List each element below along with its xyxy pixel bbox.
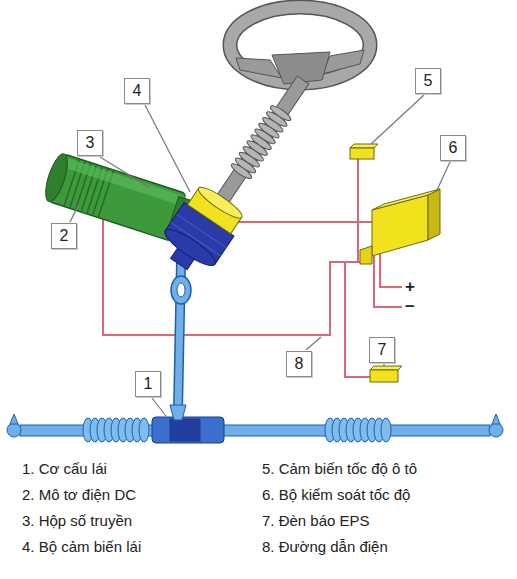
intermediate-shaft — [170, 262, 191, 420]
control-unit — [360, 189, 440, 264]
steering-column — [230, 162, 254, 181]
leader-line — [70, 95, 450, 416]
steering-rack — [489, 423, 503, 437]
steering-column — [195, 183, 245, 222]
electric-wire — [357, 158, 359, 262]
callout-number: 7 — [378, 341, 387, 359]
steering-rack — [83, 418, 391, 442]
callout-number: 3 — [86, 134, 95, 152]
steering-rack — [10, 414, 18, 424]
control-unit — [372, 189, 440, 210]
steering-column — [213, 76, 308, 208]
leader-line — [383, 363, 384, 366]
eps-warning-lamp — [370, 366, 402, 382]
leader-line — [371, 95, 424, 144]
steering-column — [171, 222, 221, 256]
intermediate-shaft — [171, 276, 191, 304]
steering-wheel — [230, 7, 370, 83]
leader-line — [145, 105, 190, 192]
control-unit — [372, 195, 428, 256]
control-unit — [428, 189, 440, 240]
leader-line — [152, 398, 166, 416]
leader-line — [100, 157, 150, 188]
steering-rack — [7, 414, 503, 443]
part-name: 5. Cảm biến tốc độ ô tô — [262, 460, 417, 478]
part-name: 3. Hộp số truyền — [22, 512, 132, 530]
part-name: 2. Mô tơ điện DC — [22, 486, 136, 504]
eps-warning-lamp — [370, 366, 402, 370]
electric-wire — [374, 256, 402, 307]
intermediate-shaft — [170, 405, 186, 420]
callout-box: 5 — [415, 68, 441, 94]
electric-wire — [238, 221, 372, 223]
callout-box: 3 — [77, 130, 103, 156]
steering-column — [161, 224, 220, 271]
steering-rack — [139, 418, 149, 442]
steering-rack — [170, 419, 200, 441]
steering-column — [230, 104, 293, 181]
terminal-sign: + — [405, 277, 415, 297]
eps-warning-lamp — [370, 370, 398, 382]
electric-wire — [103, 219, 372, 335]
speed-sensor — [350, 144, 378, 159]
part-name: 7. Đèn báo EPS — [262, 512, 370, 530]
steering-wheel — [230, 7, 370, 84]
part-name: 8. Đường dẫn điện — [262, 538, 388, 556]
steering-rack — [152, 417, 224, 443]
leader-line — [70, 202, 80, 222]
callout-box: 8 — [286, 351, 312, 377]
intermediate-shaft — [177, 283, 185, 297]
leader-line — [306, 337, 321, 350]
speed-sensor — [350, 148, 374, 159]
electric-wire — [380, 254, 402, 287]
leader-line — [437, 162, 450, 190]
callout-box: 4 — [124, 78, 150, 104]
control-unit — [360, 246, 372, 264]
callout-number: 8 — [295, 355, 304, 373]
callout-number: 4 — [133, 82, 142, 100]
callout-box: 6 — [440, 135, 466, 161]
electric-wire — [345, 262, 370, 377]
part-name: 4. Bộ cảm biến lái — [22, 538, 141, 556]
callout-box: 7 — [369, 337, 395, 363]
part-name: 6. Bộ kiểm soát tốc độ — [262, 486, 410, 504]
steering-rack — [381, 418, 391, 442]
steering-rack — [492, 414, 500, 424]
terminal-sign: – — [405, 296, 414, 316]
callout-number: 1 — [144, 375, 153, 393]
callout-number: 2 — [60, 227, 69, 245]
speed-sensor — [350, 144, 378, 148]
callout-box: 1 — [135, 371, 161, 397]
part-name: 1. Cơ cấu lái — [22, 460, 107, 478]
dc-motor — [60, 157, 185, 206]
callout-number: 6 — [449, 139, 458, 157]
callout-number: 5 — [424, 72, 433, 90]
steering-wheel — [230, 7, 370, 83]
callout-box: 2 — [51, 223, 77, 249]
steering-rack — [7, 423, 21, 437]
dc-motor — [41, 152, 72, 204]
